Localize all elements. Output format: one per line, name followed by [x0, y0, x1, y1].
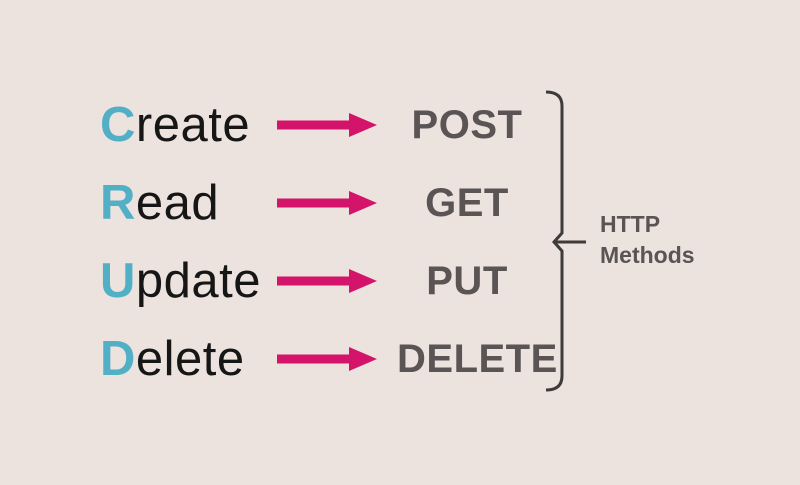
- right-arrow-icon: [277, 269, 377, 293]
- crud-word-update: Update: [100, 253, 277, 309]
- right-arrow-icon: [277, 113, 377, 137]
- row-read: Read GET: [0, 164, 800, 242]
- http-method-get: GET: [425, 180, 509, 225]
- right-arrow-icon: [277, 191, 377, 215]
- crud-word-rest: pdate: [135, 254, 262, 308]
- http-method-put: PUT: [426, 258, 508, 303]
- crud-word-create: Create: [100, 97, 277, 153]
- grouping-bracket-icon: [545, 90, 586, 392]
- bracket-label: HTTP Methods: [600, 209, 695, 271]
- crud-initial: C: [100, 98, 136, 152]
- crud-initial: U: [100, 254, 136, 308]
- row-delete: Delete DELETE: [0, 320, 800, 398]
- crud-word-rest: reate: [135, 98, 251, 152]
- crud-word-rest: elete: [135, 332, 245, 386]
- crud-word-read: Read: [100, 175, 277, 231]
- crud-word-delete: Delete: [100, 331, 277, 387]
- right-arrow-icon: [277, 347, 377, 371]
- http-method-post: POST: [411, 102, 523, 147]
- bracket-label-line1: HTTP: [600, 211, 661, 237]
- bracket-label-line2: Methods: [600, 242, 695, 268]
- http-method-delete: DELETE: [397, 336, 558, 381]
- crud-word-rest: ead: [135, 176, 220, 230]
- row-update: Update PUT: [0, 242, 800, 320]
- crud-rows: Create POST Read GET Update PUT Delete D…: [0, 86, 800, 398]
- row-create: Create POST: [0, 86, 800, 164]
- crud-initial: R: [100, 176, 136, 230]
- crud-initial: D: [100, 332, 136, 386]
